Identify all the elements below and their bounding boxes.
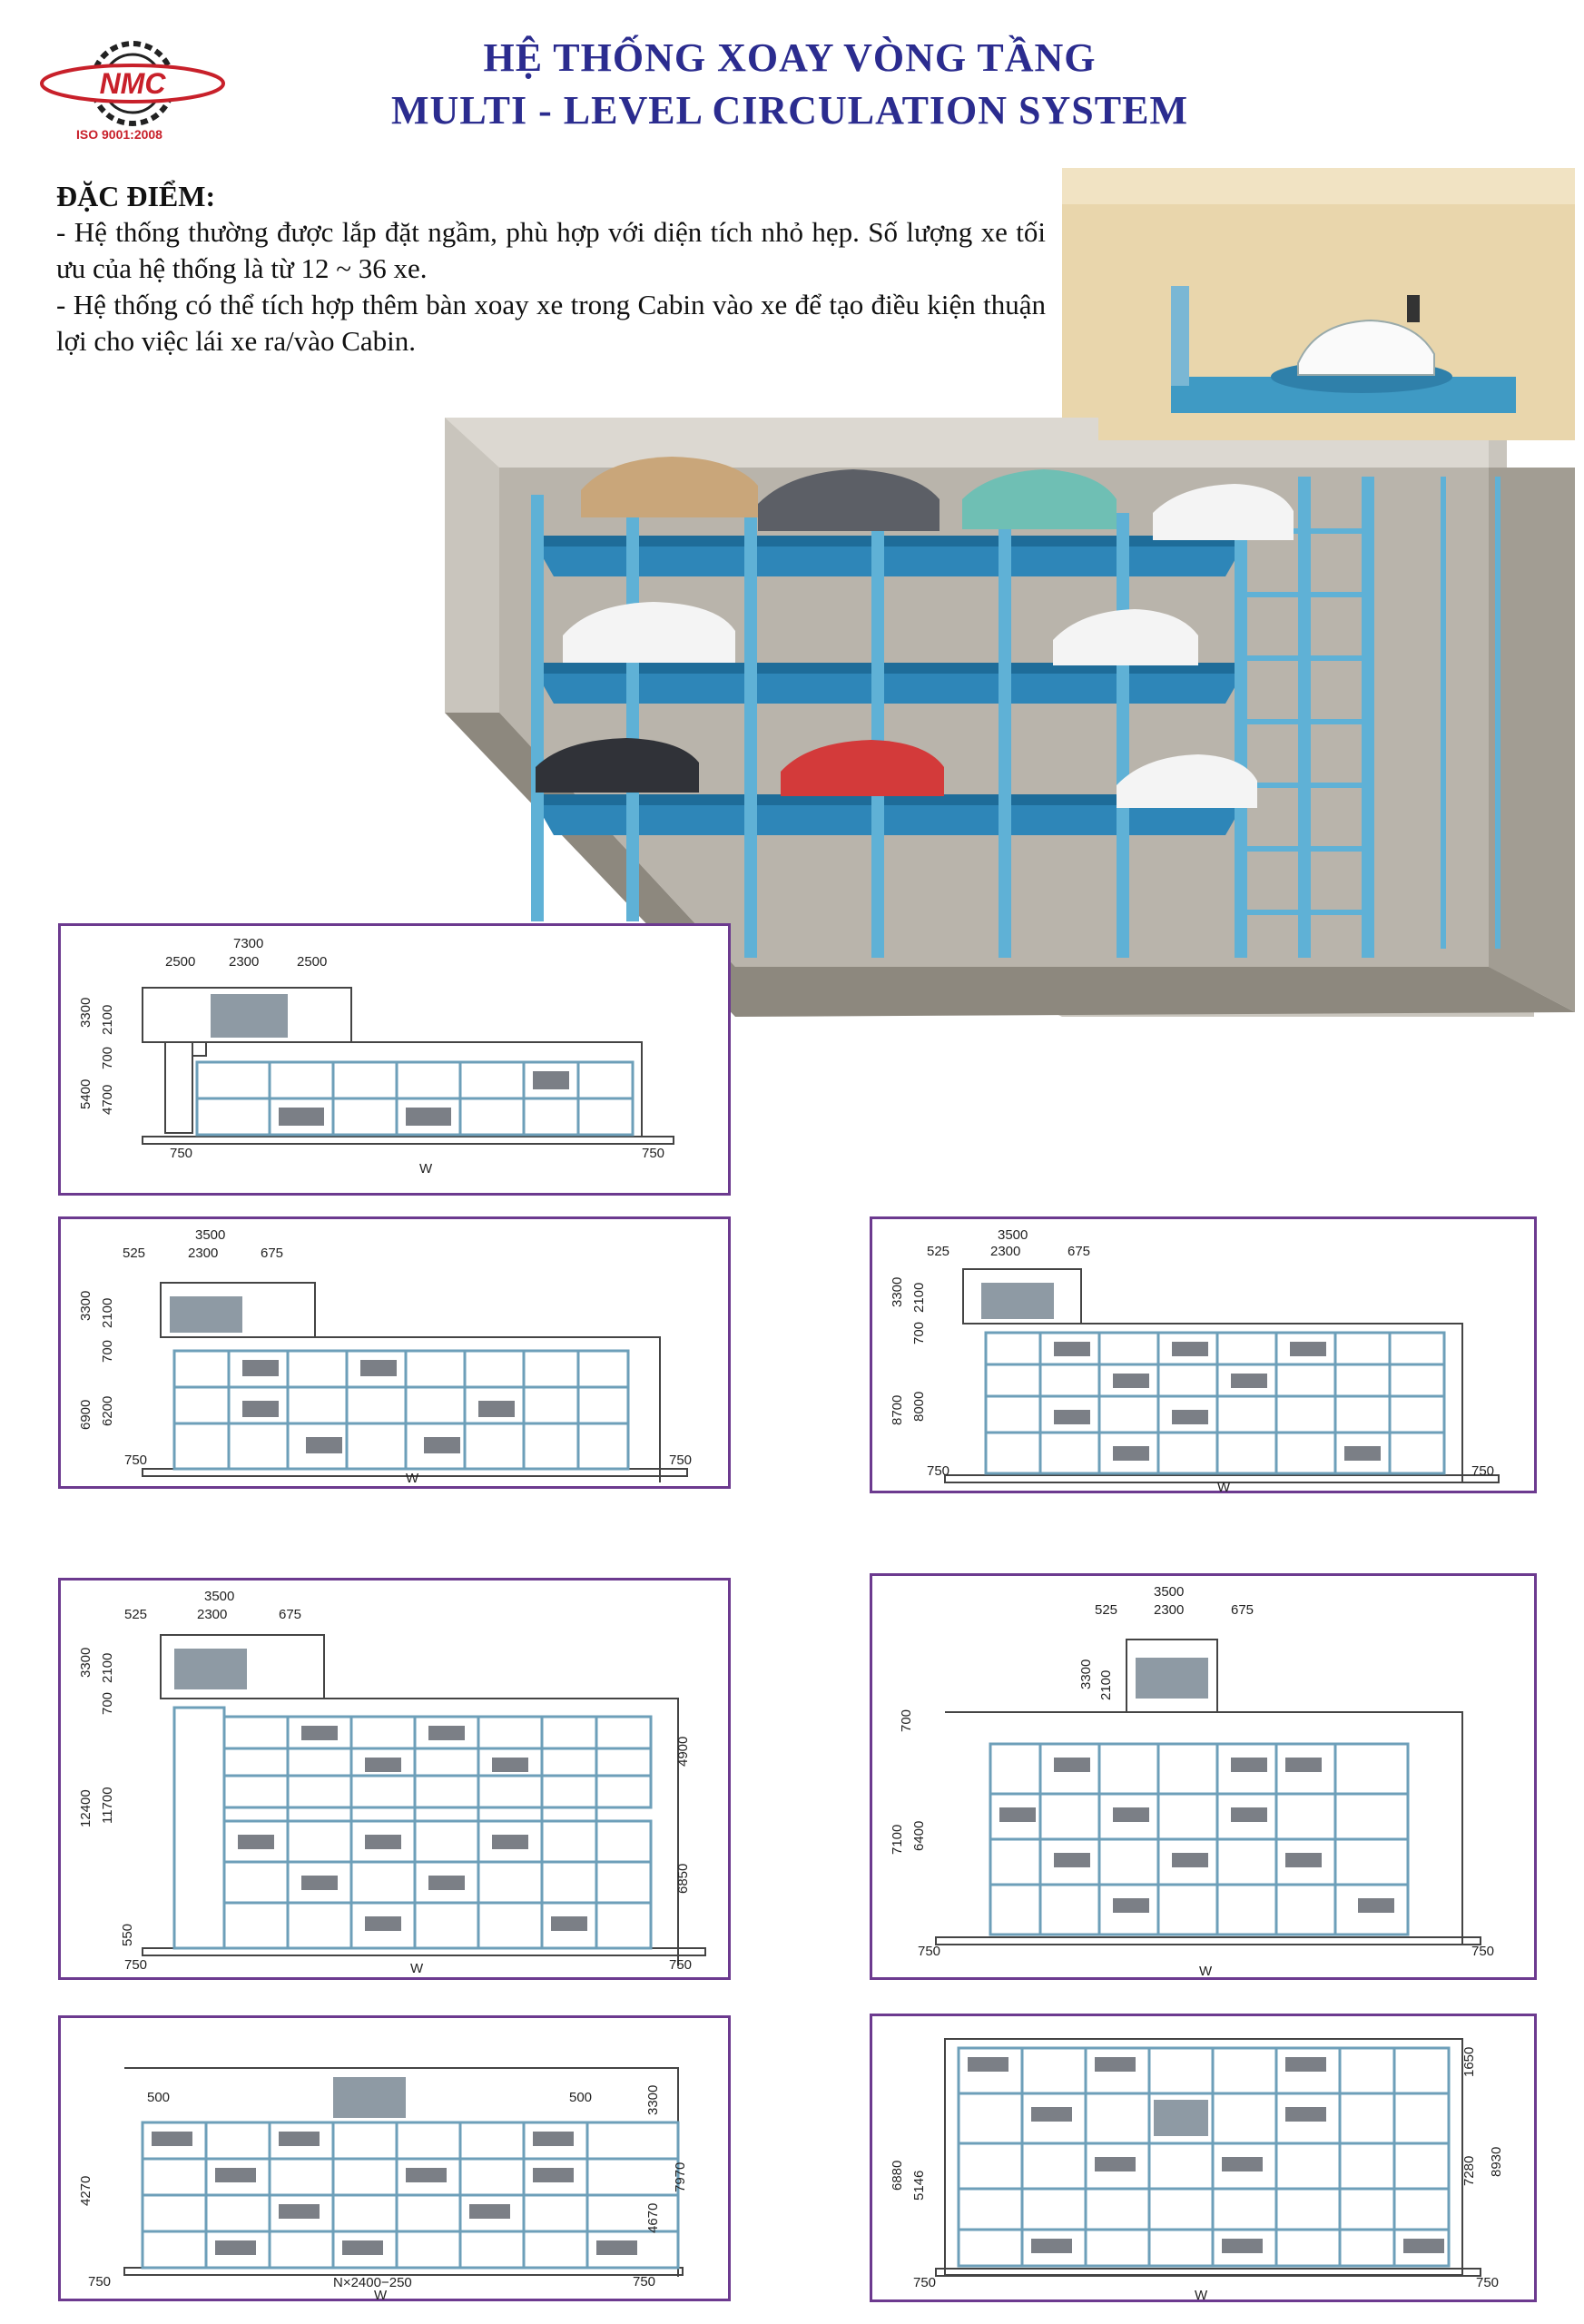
layout-diagram-7: 6880 5146 1650 7280 8930 750 W 750	[870, 2014, 1537, 2303]
dim-top-a: 525	[1095, 1602, 1117, 1618]
dim-bottom-w: W	[410, 1961, 424, 1976]
dim-left-5: 6200	[100, 1396, 115, 1426]
features-heading: ĐẶC ĐIỂM:	[56, 180, 216, 212]
dim-bottom-w: W	[419, 1161, 433, 1177]
dim-bottom-left: 750	[927, 1463, 949, 1479]
dim-bottom-left: 750	[124, 1957, 147, 1973]
dim-bottom-right: 750	[1471, 1463, 1494, 1479]
dim-left-5: 8000	[911, 1392, 927, 1422]
layout-diagram-1: 7300 2500 2300 2500 3300 2100 700 5400 4…	[58, 923, 731, 1196]
dim-bottom-right: 750	[1476, 2275, 1499, 2290]
dim-top-total: 3500	[204, 1589, 234, 1604]
logo-text: NMC	[100, 67, 167, 100]
dim-top-b: 2300	[188, 1246, 218, 1261]
dim-top-c: 675	[261, 1246, 283, 1261]
dim-left-1: 3300	[890, 1277, 905, 1307]
dim-bottom-right: 750	[633, 2274, 655, 2290]
dim-left-2: 2100	[100, 1005, 115, 1035]
dim-left-5: 4700	[100, 1085, 115, 1115]
dim-left-1: 4270	[78, 2176, 93, 2206]
dim-top-a: 500	[147, 2090, 170, 2105]
layout-diagram-3: 3500 525 2300 675 3300 2100 700 8700 800…	[870, 1216, 1537, 1495]
dim-top-c: 2500	[297, 954, 327, 970]
dim-left-5: 6400	[911, 1821, 927, 1851]
dim-right-2: 7280	[1461, 2156, 1477, 2186]
dim-bottom-w: W	[374, 2288, 388, 2303]
dim-top-a: 2500	[165, 954, 195, 970]
dim-left-3: 700	[100, 1340, 115, 1363]
dim-left-1: 3300	[78, 998, 93, 1028]
dim-bottom-right: 750	[642, 1146, 664, 1161]
dim-bottom-left: 750	[913, 2275, 936, 2290]
dim-left-2: 2100	[100, 1653, 115, 1683]
feature-line-2: - Hệ thống có thể tích hợp thêm bàn xoay…	[56, 289, 1046, 357]
dim-top-b: 2300	[197, 1607, 227, 1622]
dim-top-a: 525	[927, 1244, 949, 1259]
dim-bottom-n: N×2400−250	[333, 2275, 412, 2290]
features-block: ĐẶC ĐIỂM: - Hệ thống thường được lắp đặt…	[56, 178, 1046, 359]
dim-top-b: 500	[569, 2090, 592, 2105]
dim-top-a: 525	[123, 1246, 145, 1261]
iso-label: ISO 9001:2008	[76, 127, 162, 142]
dim-bottom-right: 750	[669, 1957, 692, 1973]
dim-right-2: 4670	[645, 2203, 661, 2233]
dim-left-3: 700	[100, 1047, 115, 1069]
dim-left-4: 6900	[78, 1400, 93, 1430]
dim-bottom-w: W	[1217, 1480, 1231, 1495]
dim-left-1: 3300	[78, 1648, 93, 1678]
dim-top-total: 3500	[1154, 1584, 1184, 1600]
dim-bottom-left: 750	[918, 1944, 940, 1959]
title-english: MULTI - LEVEL CIRCULATION SYSTEM	[391, 88, 1188, 133]
dim-left-2: 2100	[1098, 1670, 1114, 1700]
dim-bottom-w: W	[1199, 1964, 1213, 1979]
dim-left-4: 7100	[890, 1825, 905, 1855]
dim-top-total: 3500	[998, 1227, 1028, 1243]
dim-bottom-left: 750	[124, 1452, 147, 1468]
dim-left-1: 3300	[1078, 1659, 1094, 1689]
layout-diagram-6: 500 500 4270 3300 4670 7970 750 N×2400−2…	[58, 2015, 731, 2303]
dim-top-c: 675	[1231, 1602, 1254, 1618]
layout-diagram-2: 3500 525 2300 675 3300 2100 700 6900 620…	[58, 1216, 731, 1489]
dim-right-2: 6850	[675, 1864, 691, 1894]
dim-left-3: 700	[100, 1692, 115, 1715]
dim-bottom-w: W	[1195, 2288, 1208, 2303]
dim-top-b: 2300	[990, 1244, 1020, 1259]
layout-diagram-4: 525 3500 2300 675 3300 2100 700 12400 11…	[58, 1578, 731, 1980]
dim-left-5: 11700	[100, 1787, 115, 1824]
dim-left-2: 2100	[100, 1298, 115, 1328]
dim-top-total: 7300	[233, 936, 263, 951]
company-logo: NMC ISO 9001:2008	[25, 36, 243, 145]
dim-left-4: 8700	[890, 1395, 905, 1425]
dim-bottom-left: 750	[88, 2274, 111, 2290]
dim-top-total: 3500	[195, 1227, 225, 1243]
dim-top-c: 675	[279, 1607, 301, 1622]
dim-left-2: 5146	[911, 2171, 927, 2201]
dim-left-3: 700	[911, 1322, 927, 1344]
dim-bottom-right: 750	[1471, 1944, 1494, 1959]
dim-left-4: 5400	[78, 1079, 93, 1109]
dim-right-1: 1650	[1461, 2047, 1477, 2077]
dim-left-1: 3300	[78, 1291, 93, 1321]
dim-top-b: 2300	[229, 954, 259, 970]
dim-top-a: 525	[124, 1607, 147, 1622]
layout-diagram-5: 3500 525 2300 675 3300 2100 700 7100 640…	[870, 1573, 1537, 1980]
dim-bottom-left: 750	[170, 1146, 192, 1161]
dim-right-1: 4900	[675, 1737, 691, 1767]
dim-right-1: 3300	[645, 2085, 661, 2115]
dim-left-3: 700	[899, 1709, 914, 1732]
dim-left-4: 12400	[78, 1789, 93, 1827]
dim-right-3: 8930	[1489, 2147, 1504, 2177]
dim-left-1: 6880	[890, 2161, 905, 2191]
dim-right-3: 7970	[673, 2162, 688, 2192]
dim-bottom-right: 750	[669, 1452, 692, 1468]
logo-emblem: NMC	[40, 41, 225, 126]
dim-top-b: 2300	[1154, 1602, 1184, 1618]
title-vietnamese: HỆ THỐNG XOAY VÒNG TẦNG	[483, 35, 1097, 80]
parking-system-illustration	[445, 168, 1579, 1017]
dim-left-2: 2100	[911, 1283, 927, 1313]
dim-bottom-w: W	[406, 1471, 419, 1486]
feature-line-1: - Hệ thống thường được lắp đặt ngầm, phù…	[56, 216, 1046, 284]
dim-top-c: 675	[1067, 1244, 1090, 1259]
dim-left-6: 550	[120, 1924, 135, 1946]
